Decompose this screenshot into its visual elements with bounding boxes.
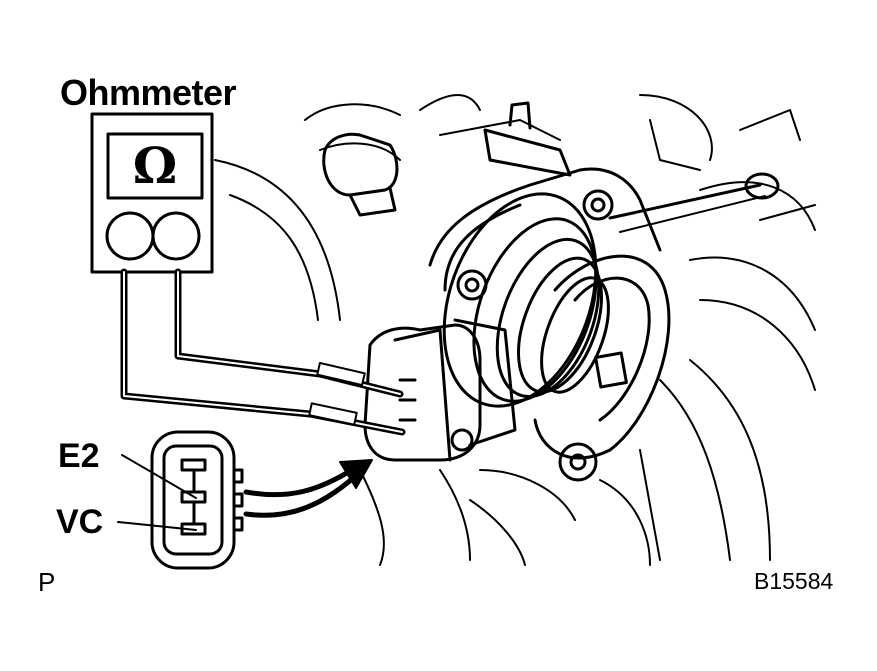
arrow-icon	[243, 459, 373, 518]
intake-bracket	[322, 101, 572, 217]
corner-label: P	[38, 567, 56, 597]
terminal-label-e2: E2	[58, 437, 100, 475]
ohmmeter-icon	[90, 112, 214, 274]
throttle-body-drawing	[428, 167, 780, 482]
probe-lead-lower	[120, 268, 406, 436]
ohmmeter-label: Ohmmeter	[60, 72, 237, 113]
sensor-connector	[363, 318, 517, 462]
figure-code: B15584	[754, 568, 834, 594]
vc-leader-line	[117, 521, 197, 531]
engine-background-lines	[214, 94, 816, 566]
probe-lead-upper	[174, 268, 404, 398]
terminal-label-vc: VC	[56, 503, 104, 541]
e2-leader-line	[121, 454, 197, 499]
connector-icon	[150, 430, 244, 570]
ohm-symbol: Ω	[132, 136, 178, 195]
